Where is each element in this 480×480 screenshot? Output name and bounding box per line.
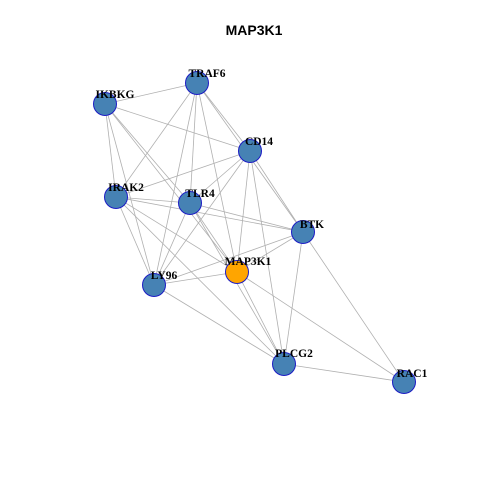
edge-btk-rac1 <box>302 231 405 383</box>
node-tlr4[interactable] <box>178 191 202 215</box>
edge-plcg2-rac1 <box>283 363 405 383</box>
diagram-title: MAP3K1 <box>226 22 283 38</box>
edge-ikbkg-irak2 <box>104 103 117 198</box>
edge-tlr4-map3k1 <box>189 202 238 273</box>
node-label-ikbkg: IKBKG <box>96 89 135 101</box>
node-label-plcg2: PLCG2 <box>275 348 313 360</box>
node-label-tlr4: TLR4 <box>185 188 215 200</box>
edges-layer <box>104 82 405 383</box>
node-label-traf6: TRAF6 <box>188 68 225 80</box>
edge-ikbkg-tlr4 <box>104 103 191 204</box>
edge-cd14-map3k1 <box>236 150 251 273</box>
edge-map3k1-rac1 <box>236 271 405 383</box>
node-rac1[interactable] <box>392 370 416 394</box>
edge-cd14-plcg2 <box>249 150 285 365</box>
edge-cd14-tlr4 <box>189 150 251 204</box>
edge-btk-map3k1 <box>236 231 304 273</box>
edge-ikbkg-ly96 <box>104 103 155 286</box>
node-ly96[interactable] <box>142 273 166 297</box>
edge-ly96-plcg2 <box>153 284 285 365</box>
edge-traf6-ly96 <box>153 82 198 286</box>
edge-irak2-btk <box>115 196 304 233</box>
edge-irak2-ly96 <box>115 196 155 286</box>
node-label-btk: BTK <box>300 219 324 231</box>
node-btk[interactable] <box>291 220 315 244</box>
edge-ikbkg-traf6 <box>104 82 198 105</box>
edge-btk-ly96 <box>153 231 304 286</box>
node-label-ly96: LY96 <box>151 270 178 282</box>
edge-traf6-cd14 <box>196 82 251 152</box>
edge-map3k1-plcg2 <box>236 271 285 365</box>
node-ikbkg[interactable] <box>93 92 117 116</box>
edge-cd14-btk <box>249 150 304 233</box>
edge-cd14-irak2 <box>115 150 251 198</box>
edge-ly96-map3k1 <box>153 271 238 286</box>
edge-tlr4-ly96 <box>153 202 191 286</box>
node-label-rac1: RAC1 <box>397 368 428 380</box>
node-label-irak2: IRAK2 <box>108 182 144 194</box>
edge-ikbkg-cd14 <box>104 103 251 152</box>
edge-cd14-ly96 <box>153 150 251 286</box>
node-traf6[interactable] <box>185 71 209 95</box>
edge-traf6-tlr4 <box>189 82 198 204</box>
edge-traf6-map3k1 <box>196 82 238 273</box>
edge-ikbkg-map3k1 <box>104 103 238 273</box>
node-map3k1[interactable] <box>225 260 249 284</box>
edge-traf6-irak2 <box>115 82 198 198</box>
node-cd14[interactable] <box>238 139 262 163</box>
edge-irak2-tlr4 <box>115 196 191 204</box>
node-label-cd14: CD14 <box>245 136 273 148</box>
edge-irak2-plcg2 <box>115 196 285 365</box>
edge-btk-plcg2 <box>283 231 304 365</box>
node-label-map3k1: MAP3K1 <box>225 256 272 268</box>
node-irak2[interactable] <box>104 185 128 209</box>
node-plcg2[interactable] <box>272 352 296 376</box>
nodes-layer <box>93 71 416 394</box>
edge-tlr4-btk <box>189 202 304 233</box>
